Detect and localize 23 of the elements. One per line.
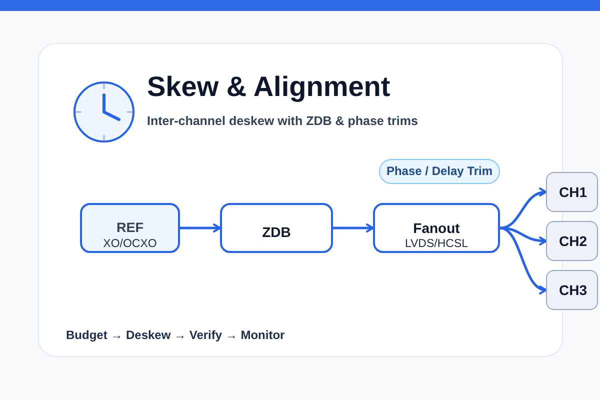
process-box bbox=[220, 203, 333, 253]
subtitle: Inter-channel deskew with ZDB & phase trims bbox=[147, 113, 418, 130]
arrow bbox=[178, 224, 222, 232]
arrow bbox=[498, 188, 548, 230]
node-sublabel: LVDS/HCSL bbox=[404, 237, 468, 251]
channel-box bbox=[546, 172, 598, 212]
arrow bbox=[332, 224, 374, 232]
node-label: Fanout bbox=[413, 219, 460, 237]
channel-box bbox=[546, 221, 598, 261]
node-label: Phase / Delay Trim bbox=[386, 164, 493, 179]
node-label: CH1 bbox=[559, 183, 588, 201]
trim-pill bbox=[379, 159, 500, 184]
title: Skew & Alignment bbox=[147, 70, 390, 104]
process-box bbox=[373, 203, 500, 253]
arrow bbox=[498, 226, 548, 294]
node-label: REF bbox=[116, 219, 144, 237]
node-sublabel: XO/OCXO bbox=[103, 237, 157, 251]
workflow-steps: Budget → Deskew → Verify → Monitor bbox=[66, 327, 285, 343]
channel-box bbox=[546, 270, 598, 310]
node-label: ZDB bbox=[262, 223, 291, 241]
process-box bbox=[80, 203, 180, 253]
node-label: CH2 bbox=[559, 232, 588, 250]
node-label: CH3 bbox=[559, 281, 588, 299]
